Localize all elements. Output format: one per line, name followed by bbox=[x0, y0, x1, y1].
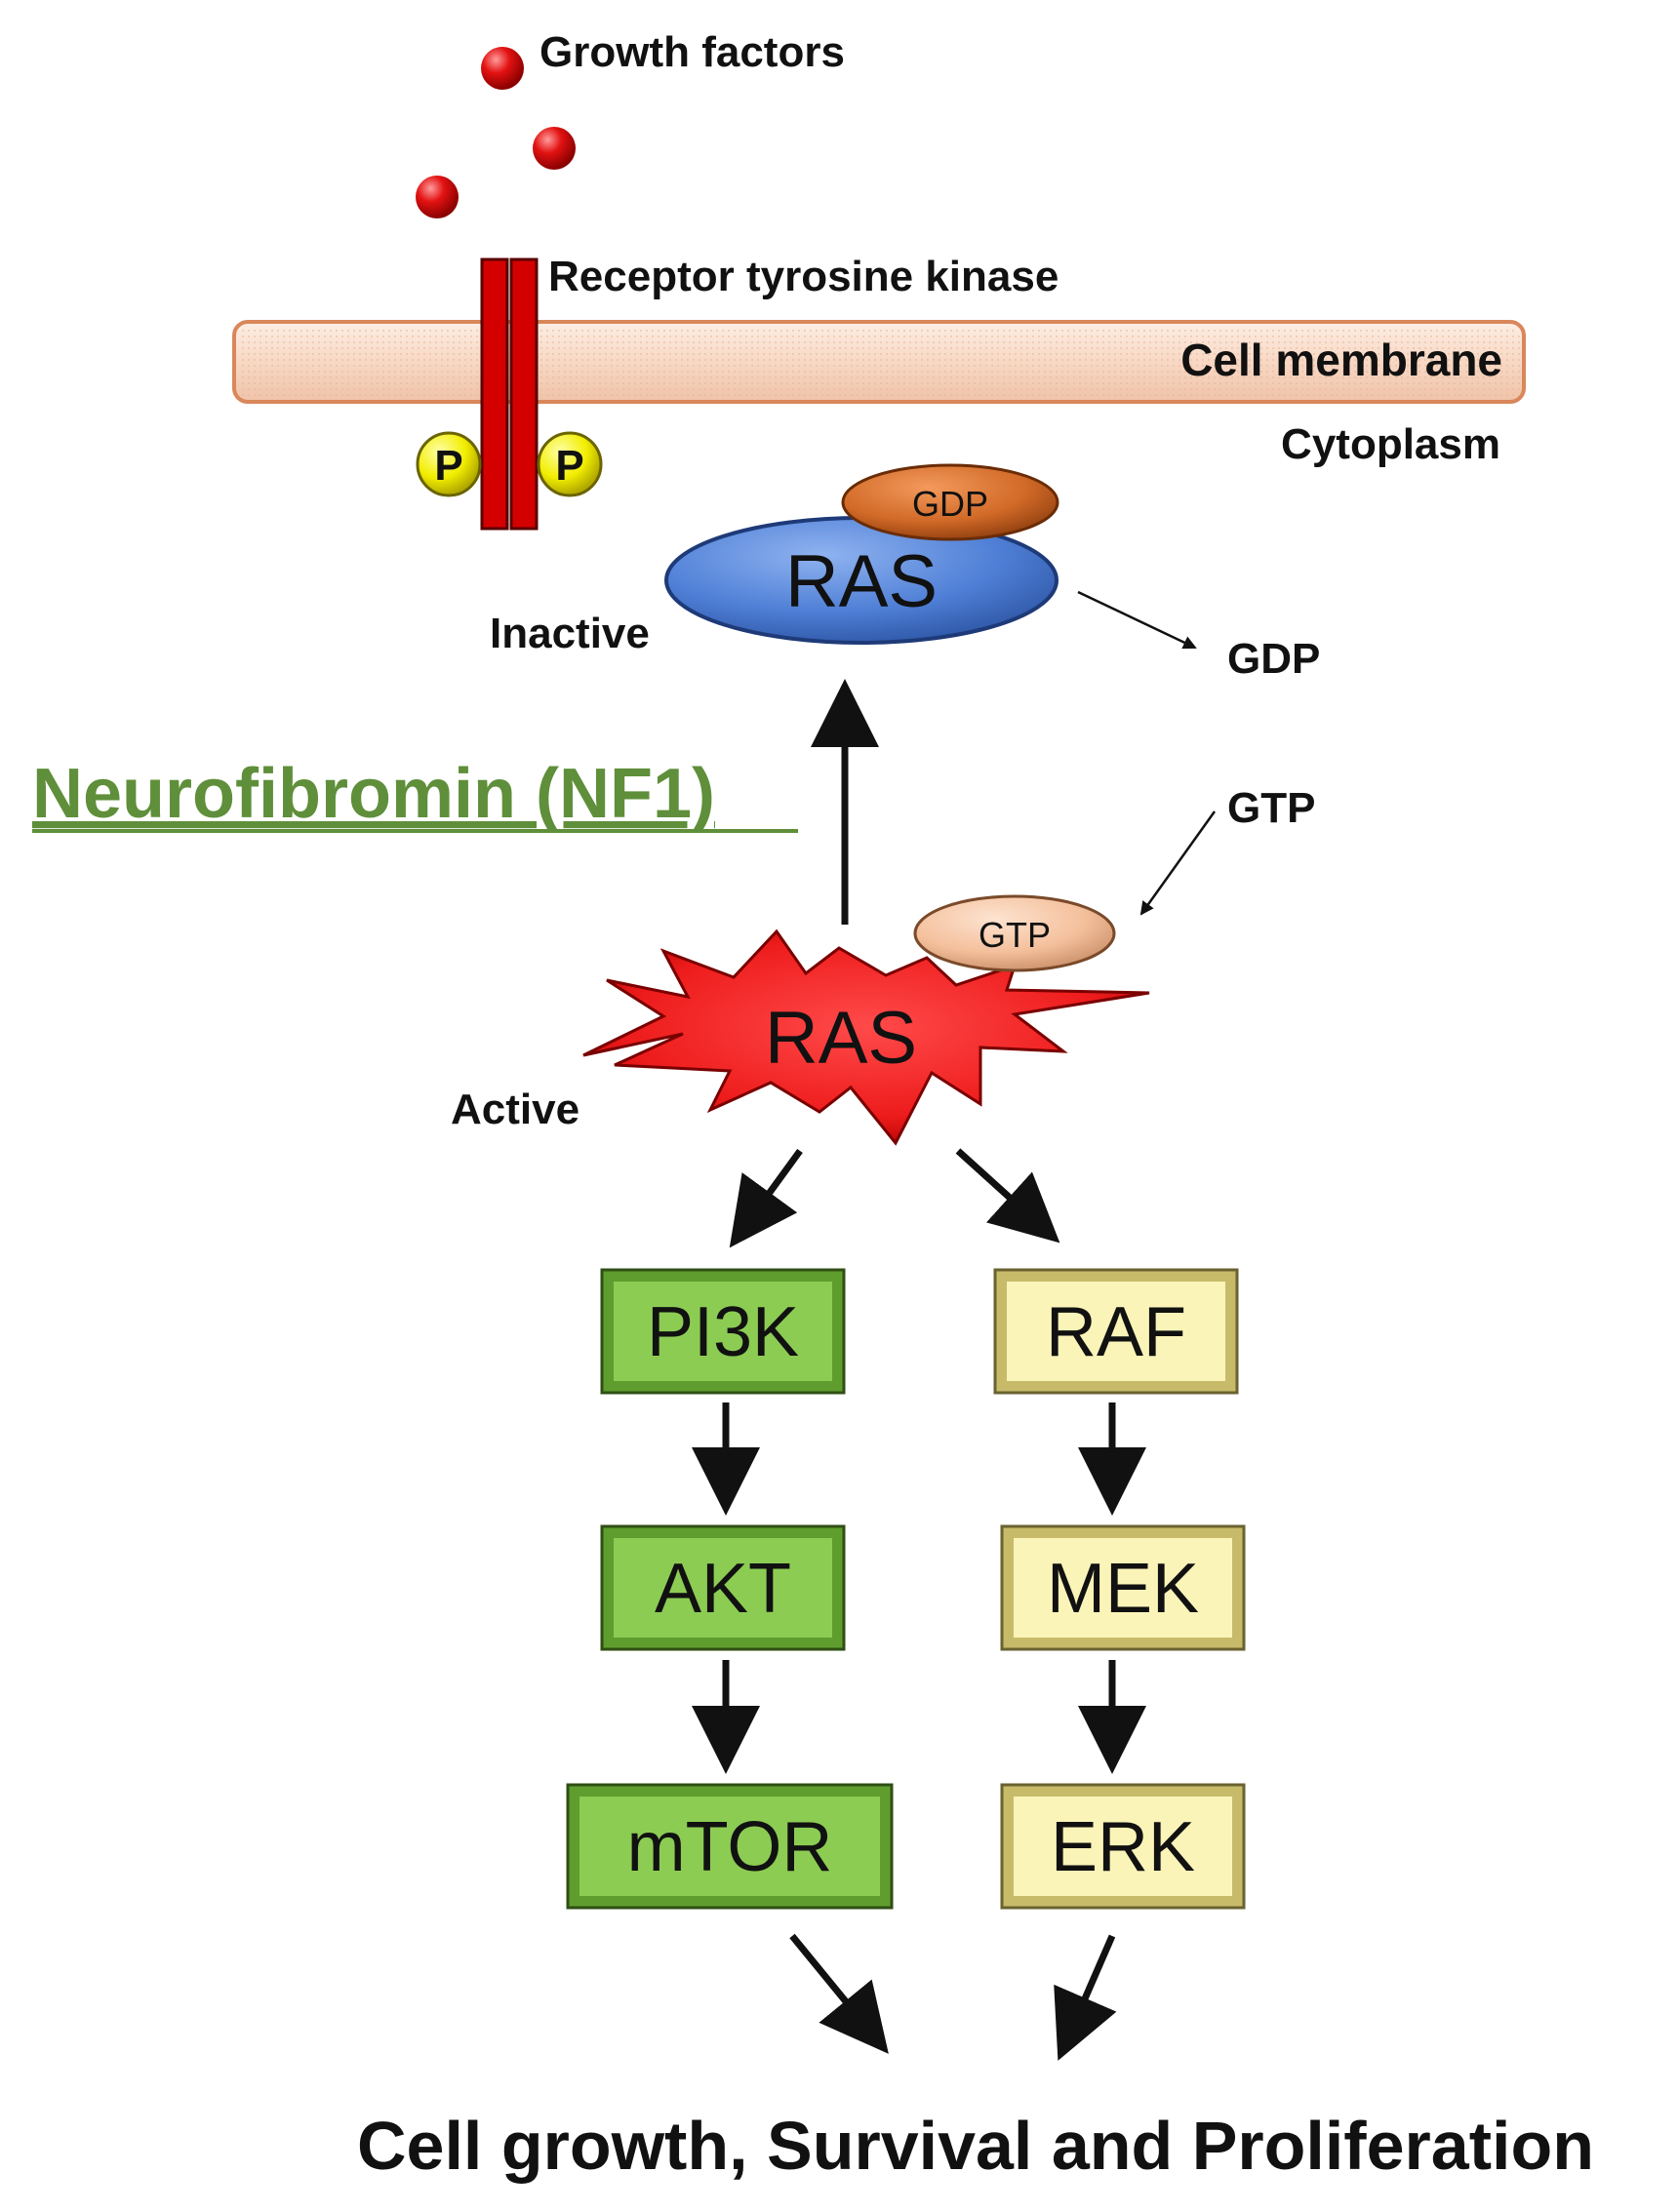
ras-active-group: GTP RAS Active bbox=[451, 894, 1150, 1146]
growth-factor-dot bbox=[481, 47, 524, 90]
node-pi3k-label: PI3K bbox=[647, 1293, 799, 1371]
growth-factor-dot bbox=[416, 176, 459, 218]
node-erk: ERK bbox=[1000, 1783, 1246, 1910]
ras-active-label: RAS bbox=[765, 997, 917, 1080]
gdp-bound bbox=[841, 463, 1059, 541]
node-raf: RAF bbox=[993, 1268, 1239, 1395]
growth-factor-group: Growth factors bbox=[416, 28, 845, 218]
receptor-strand-right bbox=[509, 257, 539, 531]
ras-inactive-label: RAS bbox=[785, 540, 938, 623]
gtp-bound bbox=[913, 894, 1116, 972]
erk-to-outcome-arrow bbox=[1054, 1934, 1117, 2061]
outcome-label: Cell growth, Survival and Proliferation bbox=[357, 2108, 1594, 2184]
phospho-right-label: P bbox=[555, 442, 583, 490]
node-akt: AKT bbox=[600, 1524, 846, 1651]
inactive-label: Inactive bbox=[490, 610, 650, 657]
node-mtor-label: mTOR bbox=[627, 1808, 833, 1886]
node-erk-label: ERK bbox=[1051, 1808, 1195, 1886]
phospho-right bbox=[537, 431, 603, 497]
ras-to-raf-arrow bbox=[955, 1148, 1060, 1244]
active-label: Active bbox=[451, 1086, 579, 1133]
receptor-label: Receptor tyrosine kinase bbox=[548, 253, 1059, 300]
gdp-release-arrow bbox=[1077, 590, 1197, 650]
growth-factors-label: Growth factors bbox=[539, 28, 845, 76]
cell-membrane: Cell membrane bbox=[232, 320, 1526, 404]
node-mek: MEK bbox=[1000, 1524, 1246, 1651]
growth-factor-dot bbox=[533, 127, 576, 170]
cell-membrane-label: Cell membrane bbox=[1180, 335, 1502, 385]
node-mtor: mTOR bbox=[566, 1783, 894, 1910]
pi3k-pathway: PI3K AKT mTOR bbox=[566, 1268, 894, 1910]
node-pi3k: PI3K bbox=[600, 1268, 846, 1395]
gtp-bound-label: GTP bbox=[979, 915, 1051, 955]
ras-to-pi3k-arrow bbox=[729, 1148, 803, 1248]
phospho-left-label: P bbox=[434, 442, 462, 490]
ras-inactive-group: GDP RAS Inactive bbox=[490, 463, 1059, 657]
gtp-incoming-label: GTP bbox=[1227, 784, 1315, 832]
ras-active bbox=[582, 928, 1150, 1146]
node-akt-label: AKT bbox=[655, 1550, 791, 1628]
nf1-label: Neurofibromin (NF1) bbox=[32, 755, 715, 833]
node-raf-label: RAF bbox=[1046, 1293, 1186, 1371]
raf-pathway: RAF MEK ERK bbox=[993, 1268, 1246, 1910]
mtor-to-outcome-arrow bbox=[789, 1933, 889, 2054]
gdp-released-label: GDP bbox=[1227, 635, 1320, 683]
gdp-bound-label: GDP bbox=[912, 484, 988, 524]
receptor-strand-left bbox=[480, 257, 509, 531]
cytoplasm-label: Cytoplasm bbox=[1281, 420, 1500, 468]
gtp-binding-arrow bbox=[1139, 810, 1217, 916]
node-mek-label: MEK bbox=[1047, 1550, 1199, 1628]
receptor-tyrosine-kinase: Receptor tyrosine kinase P P bbox=[416, 253, 1059, 531]
phospho-left bbox=[416, 431, 482, 497]
